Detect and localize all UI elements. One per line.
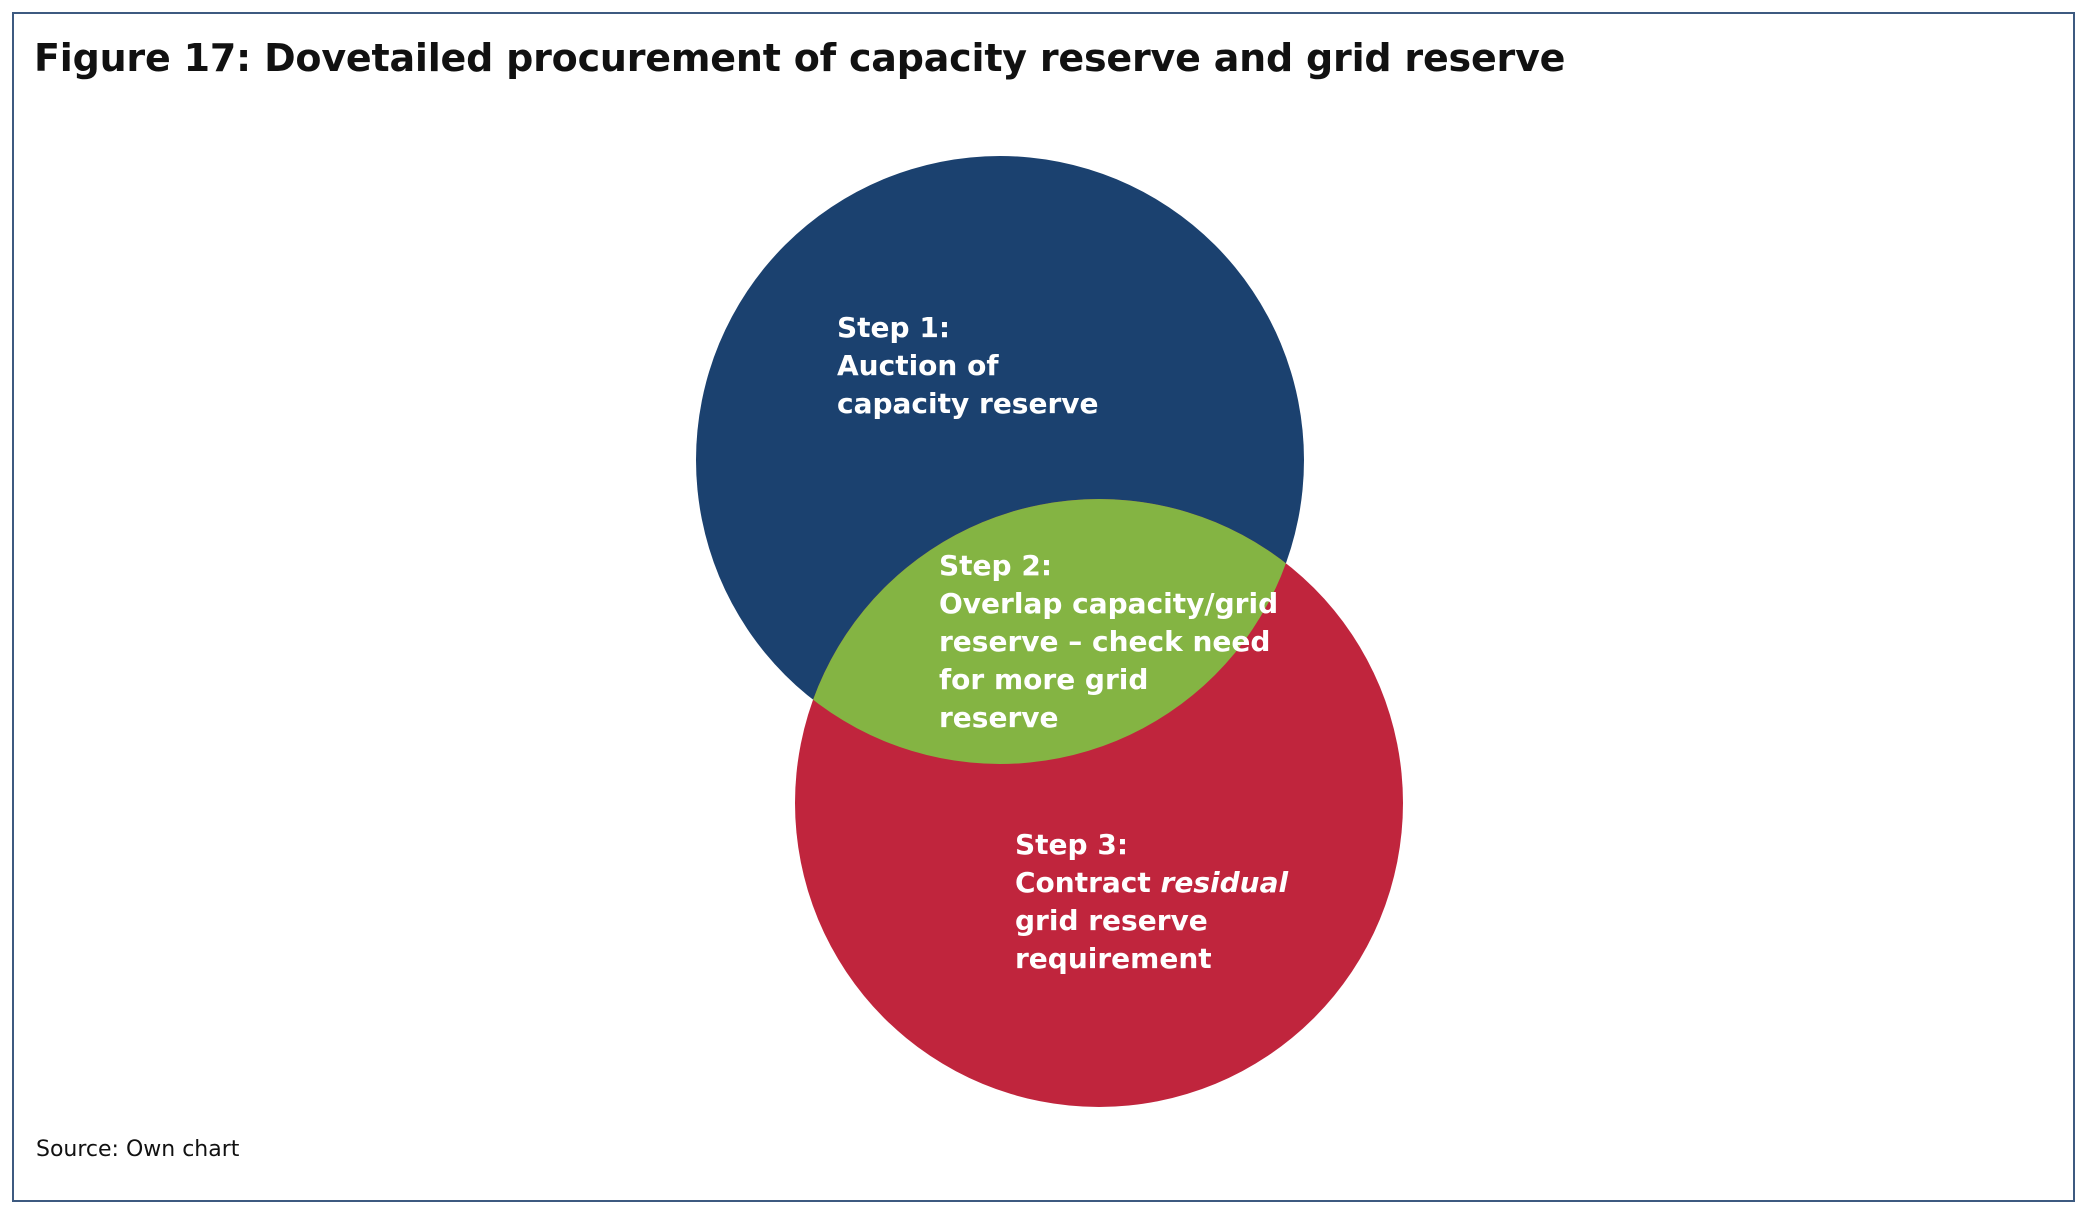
step2-line-2: Overlap capacity/grid <box>939 587 1279 620</box>
step2-line-3: reserve – check need <box>939 625 1271 658</box>
step2-line-4: for more grid <box>939 663 1149 696</box>
figure-title: Figure 17: Dovetailed procurement of cap… <box>34 36 1566 80</box>
source-note: Source: Own chart <box>36 1137 240 1162</box>
step1-line-3: capacity reserve <box>837 387 1099 420</box>
step1-label: Step 1: Auction of capacity reserve <box>837 309 1099 423</box>
step2-heading: Step 2: <box>939 549 1053 582</box>
step1-line-2: Auction of <box>837 349 999 382</box>
step3-heading: Step 3: <box>1015 828 1129 861</box>
step3-line-2-plain: Contract <box>1015 866 1161 899</box>
step2-line-5: reserve <box>939 701 1059 734</box>
step1-heading: Step 1: <box>837 311 951 344</box>
figure-frame <box>12 12 2075 1202</box>
step3-line-2: Contract residual <box>1015 864 1288 902</box>
step3-line-4: requirement <box>1015 942 1212 975</box>
step3-line-2-italic: residual <box>1160 866 1289 899</box>
step3-label: Step 3: Contract residual grid reserve r… <box>1015 826 1288 978</box>
step2-label: Step 2: Overlap capacity/grid reserve – … <box>939 547 1278 737</box>
step3-line-3: grid reserve <box>1015 904 1208 937</box>
